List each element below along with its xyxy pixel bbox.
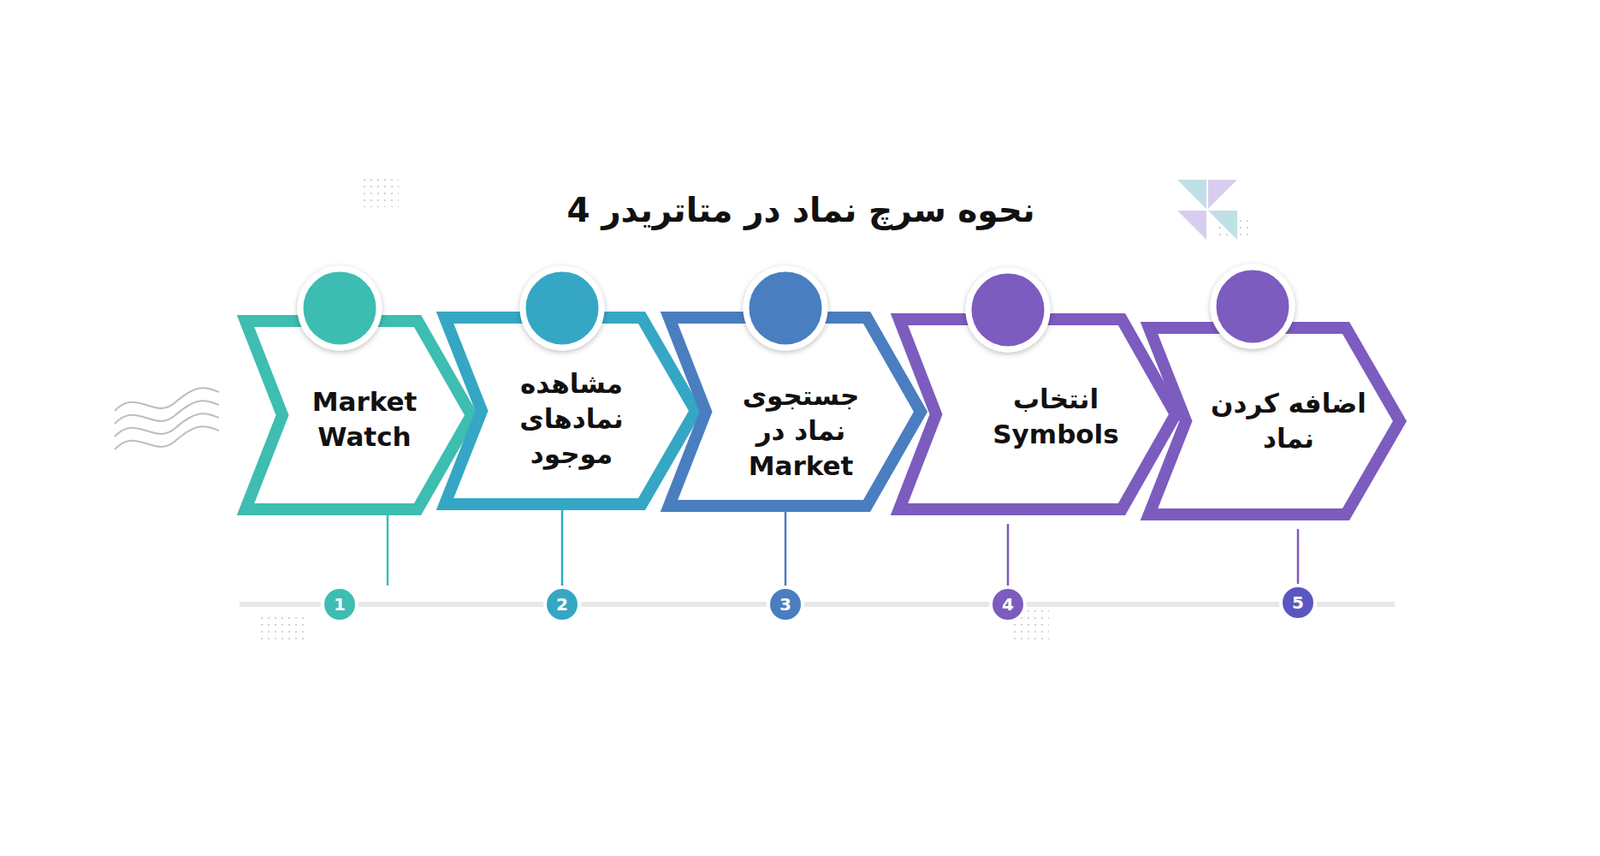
callout-number: 4 xyxy=(1001,595,1014,613)
chevron-shape xyxy=(669,317,921,506)
callout-number: 5 xyxy=(1291,593,1304,611)
step-circles xyxy=(300,266,1292,350)
dot-grid xyxy=(260,614,309,644)
step-chevron: اضافه کردن نماد xyxy=(1143,321,1406,521)
step-chevron: Market Watch xyxy=(239,314,478,516)
chevron-shape xyxy=(1149,327,1400,515)
chevron-shape xyxy=(444,317,696,504)
step-text: اضافه کردن نماد xyxy=(1202,385,1375,457)
step-text: Market Watch xyxy=(291,384,438,455)
leader-lines xyxy=(387,509,1298,589)
step-text: انتخاب Symbols xyxy=(985,381,1127,452)
chevron-shape xyxy=(899,319,1176,510)
chevron-outline xyxy=(663,311,927,512)
dot-grid xyxy=(1009,604,1049,640)
callout-number: 3 xyxy=(779,595,792,613)
step-text: جستجوی نماد در Market xyxy=(732,378,870,484)
triangle-decor xyxy=(1177,179,1238,240)
chevron-shape xyxy=(245,320,472,510)
diagram-title: نحوه سرچ نماد در متاتریدر 4 xyxy=(566,190,1035,230)
step-chevron: انتخاب Symbols xyxy=(893,313,1182,516)
step-text: مشاهده نمادهای موجود xyxy=(507,366,636,472)
step-chevron: جستجوی نماد در Market xyxy=(663,311,927,512)
timeline-track xyxy=(239,601,1395,607)
step-chevron: مشاهده نمادهای موجود xyxy=(438,311,702,510)
chevron-outline xyxy=(1143,321,1406,521)
callout-number: 2 xyxy=(556,595,569,613)
dot-grid xyxy=(359,177,399,208)
wave-lines xyxy=(114,387,220,450)
callout-number: 1 xyxy=(333,595,346,613)
number-circles xyxy=(322,585,1316,622)
